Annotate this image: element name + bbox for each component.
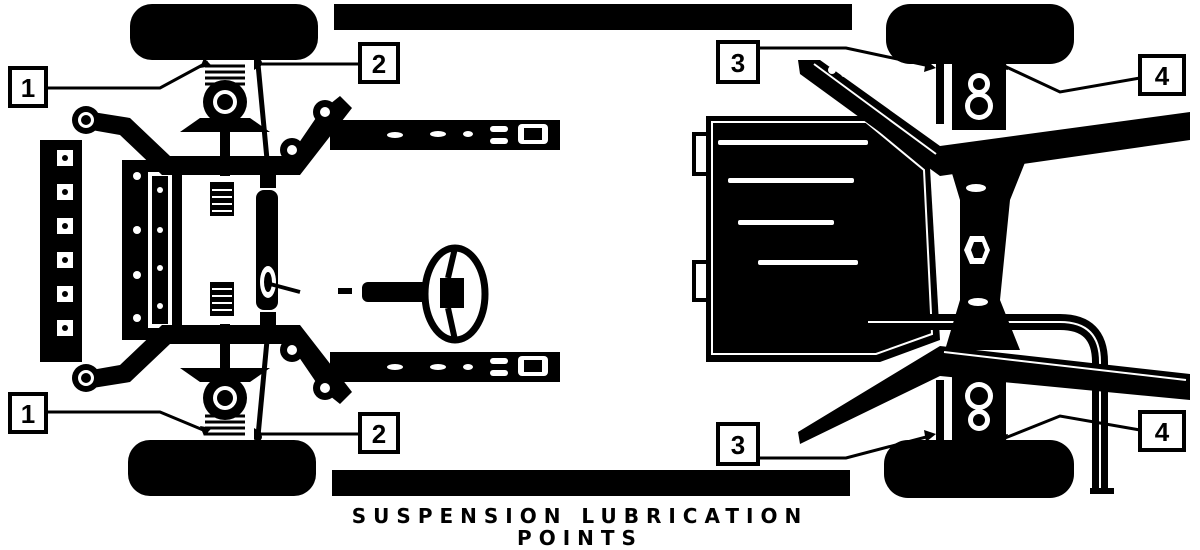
callout-label: 4 xyxy=(1155,417,1170,447)
caption-line-2: POINTS xyxy=(517,526,643,550)
callout-label: 2 xyxy=(372,419,386,449)
tire-front-bottom xyxy=(128,440,316,496)
leader-lines xyxy=(46,46,1141,460)
callout-label: 1 xyxy=(21,73,35,103)
callout-3-top: 3 xyxy=(716,40,760,84)
rocker-bar-top xyxy=(334,4,852,30)
callout-1-bottom: 1 xyxy=(8,392,48,434)
callout-label: 4 xyxy=(1155,61,1170,91)
caption-line-1: SUSPENSION LUBRICATION xyxy=(351,504,809,528)
callout-4-top: 4 xyxy=(1138,54,1186,96)
front-rail-top xyxy=(80,96,352,175)
callout-label: 1 xyxy=(21,399,35,429)
rear-rail-top xyxy=(798,60,1190,176)
front-rail-bottom xyxy=(80,325,352,404)
tire-front-top xyxy=(130,4,318,60)
callout-2-bottom: 2 xyxy=(358,412,400,454)
callout-label: 3 xyxy=(731,48,745,78)
callout-label: 2 xyxy=(372,49,386,79)
callout-4-bottom: 4 xyxy=(1138,410,1186,452)
callout-2-top: 2 xyxy=(358,42,400,84)
tie-rod-top xyxy=(255,63,271,171)
fuel-tank xyxy=(706,116,940,362)
callout-label: 3 xyxy=(731,430,745,460)
callout-3-bottom: 3 xyxy=(716,422,760,466)
steering-column xyxy=(338,288,352,294)
callouts: 1 1 2 2 3 3 4 4 xyxy=(8,40,1186,466)
tires xyxy=(128,4,1074,498)
chassis-diagram: 1 1 2 2 3 3 4 4 xyxy=(8,4,1190,498)
rocker-bar-bottom xyxy=(332,470,850,496)
tire-rear-top xyxy=(886,4,1074,64)
front-suspension xyxy=(40,59,560,441)
rear-suspension xyxy=(692,60,1190,494)
tie-rod-bottom xyxy=(255,329,271,437)
tire-rear-bottom xyxy=(884,440,1074,498)
callout-1-top: 1 xyxy=(8,66,48,108)
rear-rail-bottom xyxy=(798,346,1190,444)
